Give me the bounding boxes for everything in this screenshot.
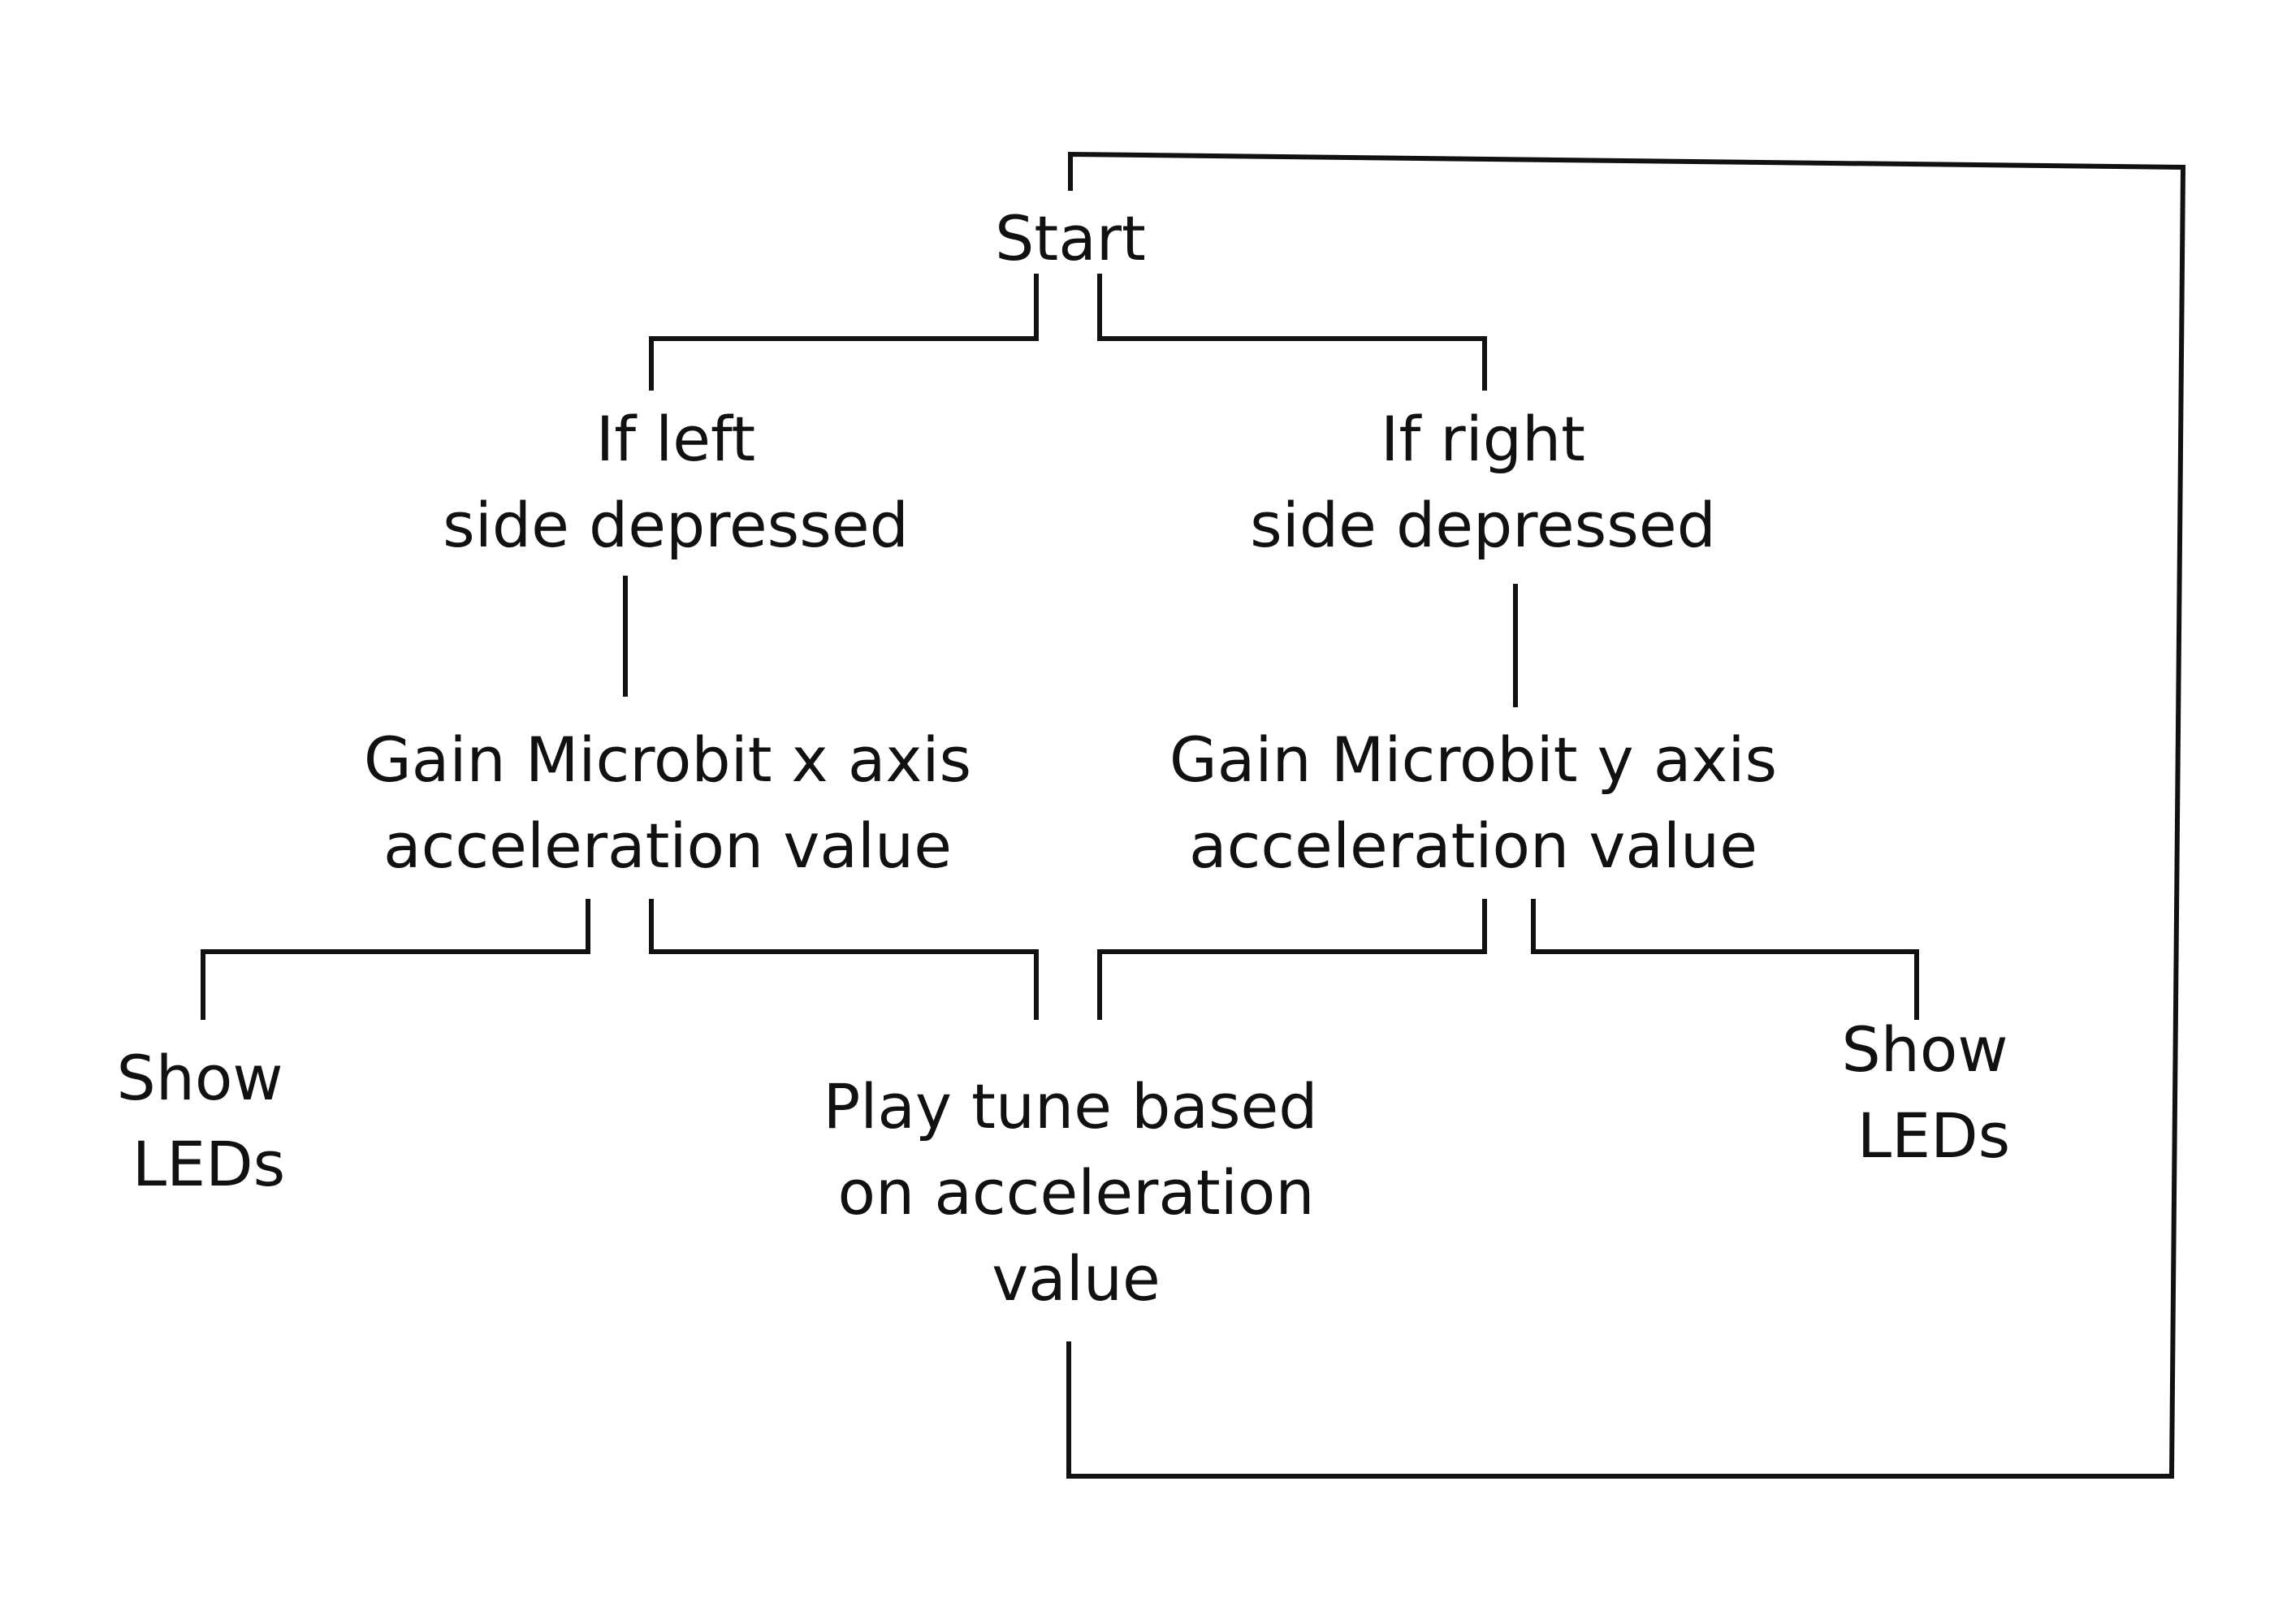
play-tune-node: Play tune based on acceleration value — [823, 1064, 1317, 1322]
right-leds-line2: LEDs — [1857, 1099, 2011, 1172]
right-leds-line1: Show — [1841, 1013, 2008, 1086]
left-action-line2: acceleration value — [383, 810, 952, 882]
connector-start-to-left-condition — [649, 274, 1039, 391]
play-tune-line2: on acceleration — [837, 1156, 1315, 1229]
left-condition-node: If left side depressed — [443, 396, 909, 568]
right-condition-line2: side depressed — [1250, 489, 1716, 561]
right-action-line2: acceleration value — [1189, 810, 1757, 882]
connector-left-action-to-leds — [201, 899, 590, 1020]
connector-start-to-right-condition — [1097, 274, 1487, 391]
right-leds-node: Show LEDs — [1840, 1007, 2010, 1179]
right-condition-line1: If right — [1381, 403, 1585, 475]
left-leds-node: Show LEDs — [115, 1035, 285, 1207]
connector-right-action-to-tune — [1097, 899, 1487, 1020]
right-condition-node: If right side depressed — [1250, 396, 1716, 568]
connector-left-action-to-tune — [649, 899, 1039, 1020]
left-leds-line1: Show — [116, 1042, 283, 1114]
start-label: Start — [995, 202, 1146, 274]
right-action-line1: Gain Microbit y axis — [1169, 723, 1778, 796]
play-tune-line3: value — [992, 1242, 1161, 1315]
right-action-node: Gain Microbit y axis acceleration value — [1169, 717, 1777, 889]
connector-right-action-to-leds — [1531, 899, 1919, 1020]
left-condition-line2: side depressed — [443, 489, 909, 561]
play-tune-line1: Play tune based — [823, 1070, 1318, 1142]
left-action-line1: Gain Microbit x axis — [363, 723, 972, 796]
left-action-node: Gain Microbit x axis acceleration value — [364, 717, 971, 889]
connector-loop-back-to-start — [1066, 151, 2186, 1479]
left-condition-line1: If left — [595, 403, 756, 475]
left-leds-line2: LEDs — [132, 1128, 286, 1200]
start-node: Start — [995, 196, 1146, 282]
